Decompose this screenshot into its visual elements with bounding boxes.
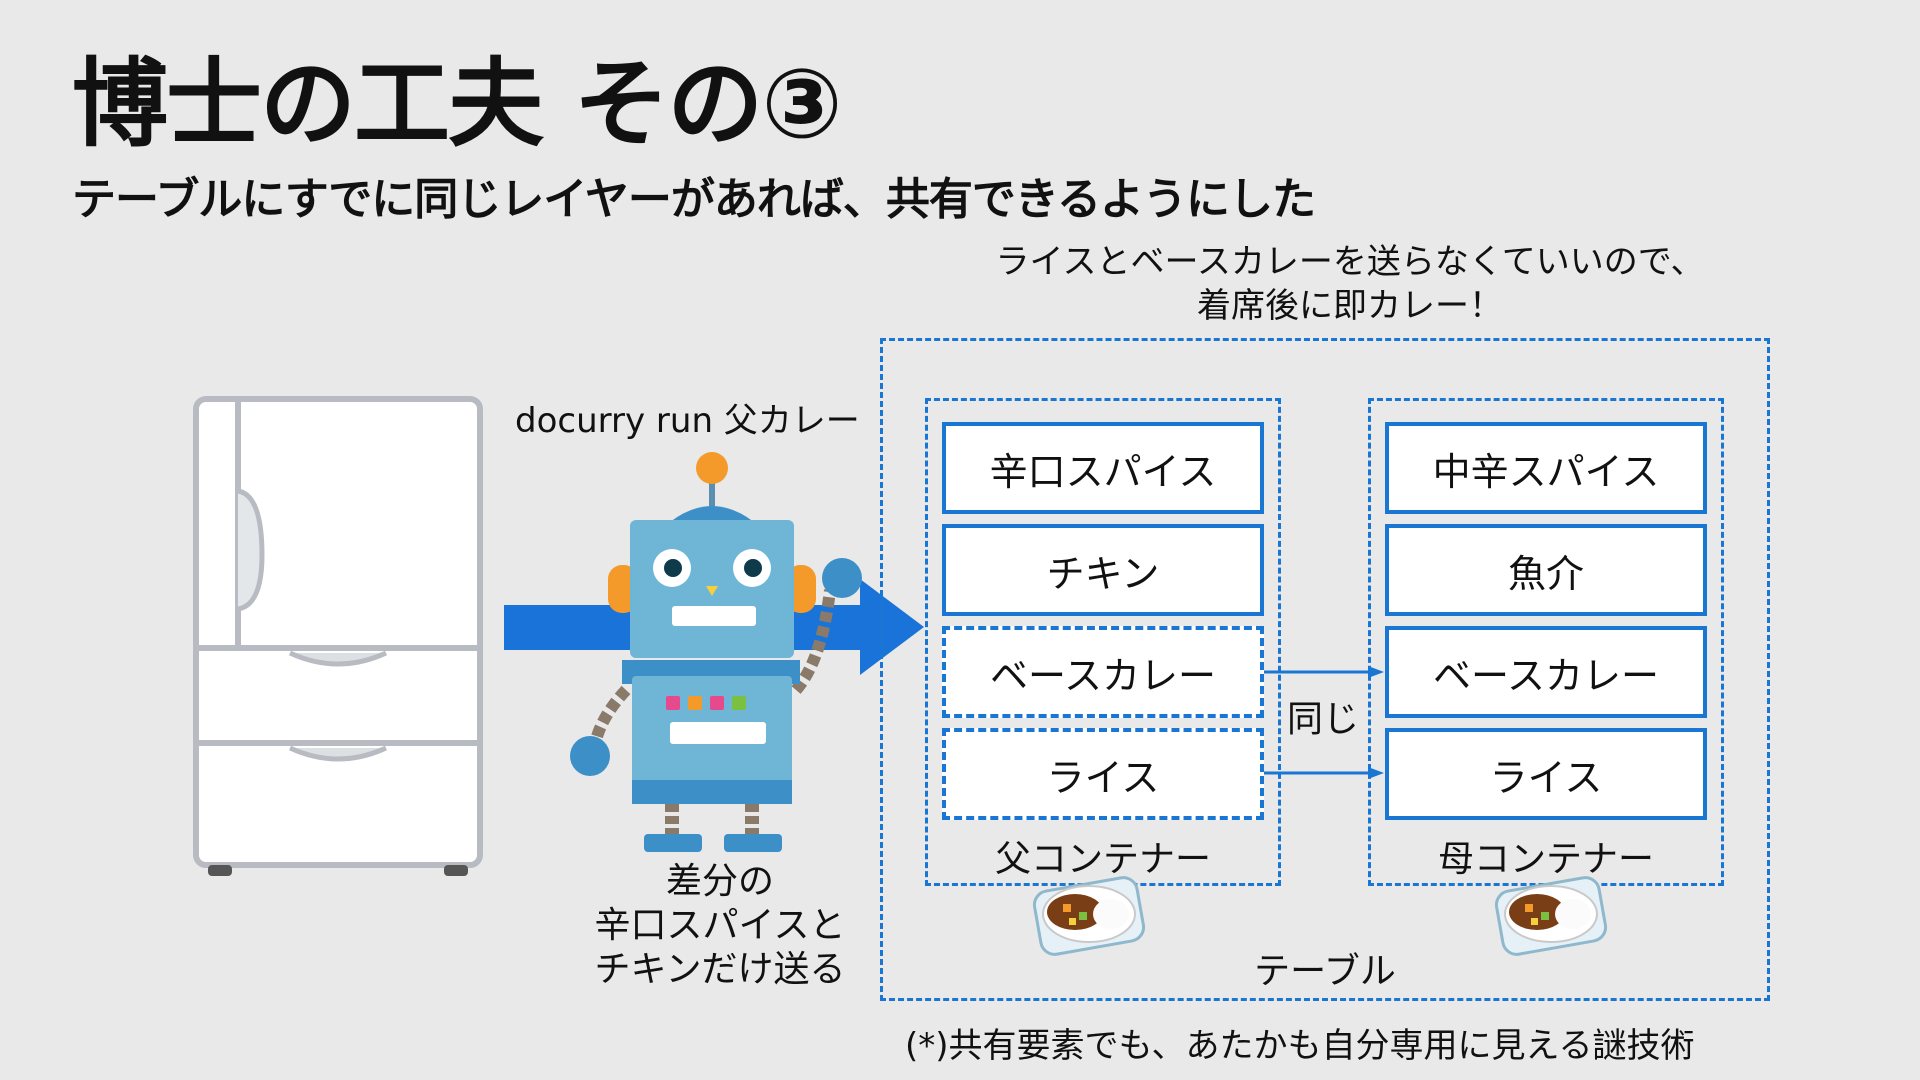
mother-layer-rice: ライス [1385, 728, 1707, 820]
top-note: ライスとベースカレーを送らなくていいので、 着席後に即カレー！ [880, 240, 1820, 328]
father-layer-chicken: チキン [942, 524, 1264, 616]
mother-layer-medium-spicy: 中辛スパイス [1385, 422, 1707, 514]
robot-icon [570, 452, 862, 852]
father-layer-base-curry: ベースカレー [942, 626, 1264, 718]
table-label: テーブル [1254, 951, 1396, 992]
diff-note-line2: 辛口スパイスと [594, 904, 846, 946]
father-container-label: 父コンテナー [994, 839, 1211, 880]
curry-plate-icon [1032, 876, 1146, 956]
father-layer-rice: ライス [942, 728, 1264, 820]
top-note-line1: ライスとベースカレーを送らなくていいので、 [995, 242, 1705, 282]
top-note-line2: 着席後に即カレー！ [1197, 286, 1503, 327]
diff-note: 差分の 辛口スパイスと チキンだけ送る [570, 860, 870, 992]
mother-layer-seafood: 魚介 [1385, 524, 1707, 616]
mother-container-label: 母コンテナー [1437, 839, 1654, 880]
diff-note-line1: 差分の [665, 861, 774, 902]
page-title: 博士の工夫 その③ [72, 48, 843, 160]
same-label: 同じ [1287, 699, 1360, 740]
curry-plate-icon [1494, 876, 1608, 956]
footnote: (*)共有要素でも、あたかも自分専用に見える謎技術 [905, 1026, 1695, 1066]
diff-note-line3: チキンだけ送る [594, 948, 846, 990]
father-layer-spicy: 辛口スパイス [942, 422, 1264, 514]
docurry-command: docurry run 父カレー [515, 401, 860, 441]
same-arrows [1264, 666, 1384, 779]
table-box [880, 338, 1770, 1001]
page-subtitle: テーブルにすでに同じレイヤーがあれば、共有できるようにした [72, 174, 1316, 225]
mother-layer-base-curry: ベースカレー [1385, 626, 1707, 718]
refrigerator-icon [193, 396, 483, 876]
